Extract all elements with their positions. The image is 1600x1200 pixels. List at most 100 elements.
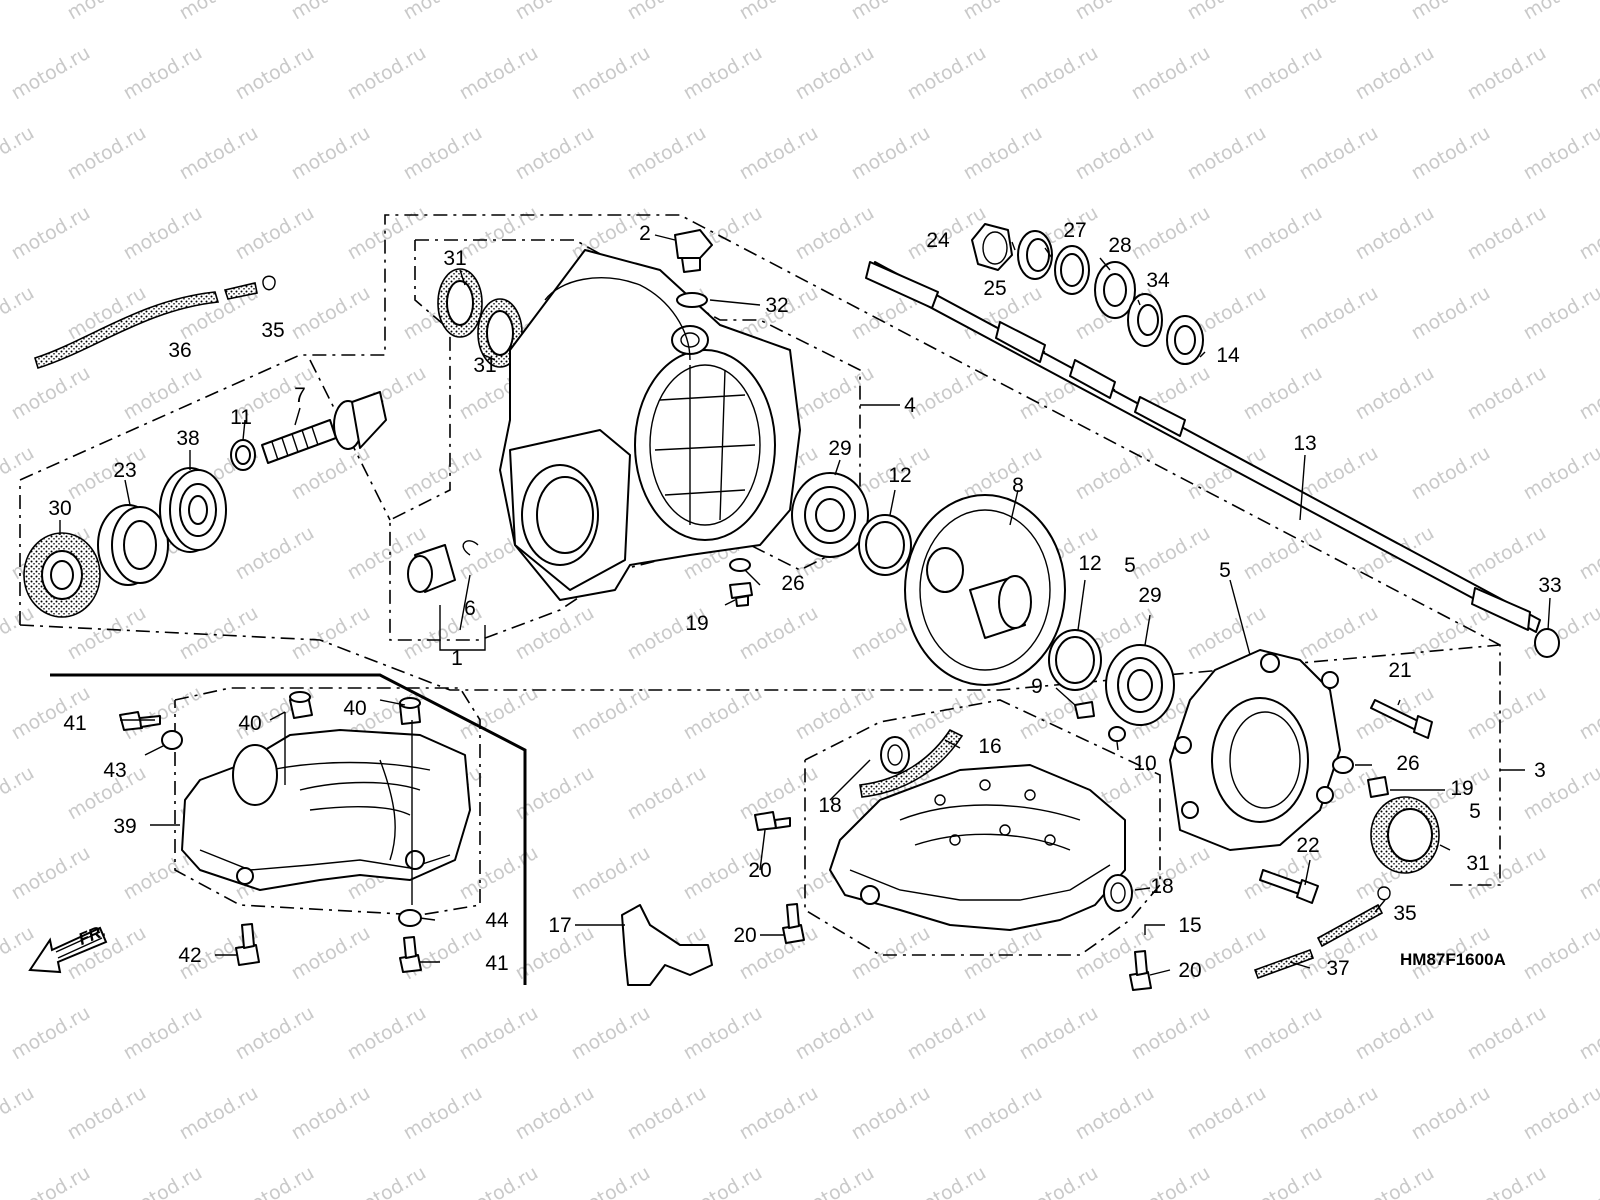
tube-clip (262, 275, 276, 291)
watermark-text: motod.ru (736, 1082, 822, 1145)
watermark-text: motod.ru (848, 922, 934, 985)
tube-clip-lower (1377, 886, 1391, 901)
lock-nut-23 (97, 504, 169, 586)
filler-cap-2 (674, 229, 713, 273)
watermark-text: motod.ru (1576, 682, 1600, 745)
watermark-text: motod.ru (1240, 1162, 1326, 1200)
watermark-text: motod.ru (1072, 0, 1158, 24)
callout-18-b: 18 (1150, 875, 1173, 898)
watermark-text: motod.ru (8, 1162, 94, 1200)
watermark-text: motod.ru (568, 682, 654, 745)
watermark-text: motod.ru (120, 202, 206, 265)
watermark-text: motod.ru (1576, 202, 1600, 265)
watermark-text: motod.ru (1072, 442, 1158, 505)
rubber-strip-16 (859, 728, 964, 798)
watermark-text: motod.ru (624, 122, 710, 185)
watermark-text: motod.ru (792, 42, 878, 105)
watermark-text: motod.ru (0, 122, 38, 185)
rubber-mount-40-right (399, 697, 421, 725)
callout-32: 32 (765, 294, 788, 317)
watermark-text: motod.ru (792, 1002, 878, 1065)
callout-41-a: 41 (63, 712, 86, 735)
bearing-38 (159, 467, 227, 553)
shim-12-left (858, 514, 912, 576)
rubber-mount-40-left (289, 691, 313, 719)
collar-44 (398, 909, 422, 927)
callout-40-a: 40 (238, 712, 261, 735)
watermark-text: motod.ru (1408, 282, 1494, 345)
callout-15: 15 (1178, 914, 1201, 937)
breather-tube-37-upper (1316, 903, 1384, 948)
callout-8: 8 (1012, 474, 1024, 497)
callout-26-b: 26 (1396, 752, 1419, 775)
callout-37: 37 (1326, 957, 1349, 980)
callout-24: 24 (926, 229, 950, 252)
sealing-washer-26-right (1332, 756, 1354, 774)
bolt-41-upper (119, 711, 161, 731)
gear-case-cover (1169, 649, 1341, 851)
watermark-text: motod.ru (400, 442, 486, 505)
watermark-text: motod.ru (568, 1162, 654, 1200)
watermark-text: motod.ru (288, 922, 374, 985)
callout-labels: 1 2 3 4 5 5 5 6 7 8 9 10 11 12 12 13 14 … (48, 219, 1561, 982)
watermark-text: motod.ru (1240, 42, 1326, 105)
callout-5-c: 5 (1469, 800, 1481, 823)
callout-26-a: 26 (781, 572, 804, 595)
watermark-text: motod.ru (512, 602, 598, 665)
watermark-text: motod.ru (1520, 0, 1600, 24)
watermark-text: motod.ru (1520, 602, 1600, 665)
oil-seal-14 (1166, 315, 1204, 365)
watermark-text: motod.ru (1184, 1082, 1270, 1145)
watermark-text: motod.ru (344, 1162, 430, 1200)
axle-shaft-13 (865, 261, 1541, 633)
watermark-text: motod.ru (120, 42, 206, 105)
section-divider (50, 673, 527, 985)
watermark-text: motod.ru (0, 602, 38, 665)
bearing-29-left (791, 472, 869, 558)
callout-39: 39 (113, 815, 136, 838)
callout-11: 11 (230, 406, 252, 429)
watermark-text: motod.ru (1576, 42, 1600, 105)
callout-10: 10 (1133, 752, 1156, 775)
callout-16: 16 (978, 735, 1001, 758)
skid-plate-39 (181, 729, 471, 891)
watermark-text: motod.ru (1520, 762, 1600, 825)
callout-31-b: 31 (473, 354, 496, 377)
washer-25 (1017, 230, 1053, 280)
watermark-text: motod.ru (736, 0, 822, 24)
watermark-text: motod.ru (176, 602, 262, 665)
watermark-text: motod.ru (120, 1002, 206, 1065)
circlip-33 (1534, 628, 1560, 658)
watermark-text: motod.ru (1128, 522, 1214, 585)
watermark-text: motod.ru (400, 122, 486, 185)
watermark-text: motod.ru (456, 1162, 542, 1200)
breather-tube-37 (1253, 948, 1315, 980)
watermark-text: motod.ru (960, 1082, 1046, 1145)
callout-21: 21 (1388, 659, 1411, 682)
watermark-text: motod.ru (0, 762, 38, 825)
watermark-text: motod.ru (288, 122, 374, 185)
watermark-text: motod.ru (624, 1082, 710, 1145)
watermark-text: motod.ru (512, 122, 598, 185)
front-arrow-icon (28, 926, 108, 974)
watermark-text: motod.ru (232, 1002, 318, 1065)
watermark-text: motod.ru (848, 1082, 934, 1145)
axle-nut-24 (971, 223, 1013, 271)
watermark-text: motod.ru (176, 0, 262, 24)
watermark-text: motod.ru (176, 122, 262, 185)
callout-19-b: 19 (1450, 777, 1473, 800)
watermark-text: motod.ru (1520, 442, 1600, 505)
watermark-text: motod.ru (1464, 1162, 1550, 1200)
watermark-text: motod.ru (232, 1162, 318, 1200)
callout-12-b: 12 (1078, 552, 1101, 575)
watermark-text: motod.ru (1464, 202, 1550, 265)
watermark-text: motod.ru (1520, 1082, 1600, 1145)
watermark-text: motod.ru (0, 0, 38, 24)
watermark-text: motod.ru (1408, 442, 1494, 505)
watermark-text: motod.ru (624, 0, 710, 24)
callout-36: 36 (168, 339, 191, 362)
collar-27 (1054, 245, 1090, 295)
watermark-text: motod.ru (120, 362, 206, 425)
watermark-text: motod.ru (1576, 1162, 1600, 1200)
